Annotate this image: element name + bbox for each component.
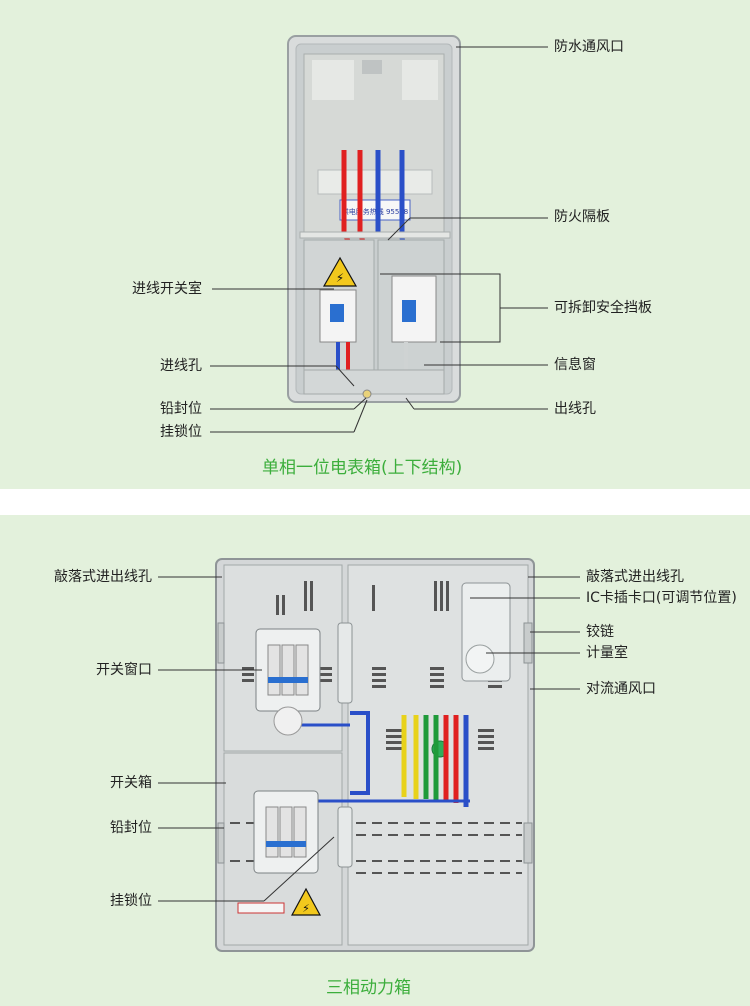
- label-lead-seal: 铅封位: [160, 401, 202, 417]
- single-phase-panel: 供电服务热线 95598 ⚡: [0, 0, 750, 489]
- label-inlet-hole: 进线孔: [160, 358, 202, 374]
- label-knockout-hole-right: 敲落式进出线孔: [586, 569, 684, 585]
- label-removable-shield: 可拆卸安全挡板: [554, 300, 652, 316]
- label-outlet-hole: 出线孔: [554, 401, 596, 417]
- three-phase-box-illustration: ⚡: [158, 558, 580, 952]
- label-inlet-switch-room: 进线开关室: [132, 281, 202, 297]
- label-padlock: 挂锁位: [160, 424, 202, 440]
- label-switch-box: 开关箱: [110, 775, 152, 791]
- label-metering-room: 计量室: [586, 645, 628, 661]
- label-convection-vent: 对流通风口: [586, 681, 656, 697]
- label-padlock-bottom: 挂锁位: [110, 893, 152, 909]
- label-lead-seal-bottom: 铅封位: [110, 820, 152, 836]
- label-switch-window: 开关窗口: [96, 662, 152, 678]
- label-fire-partition: 防火隔板: [554, 209, 610, 225]
- caption-single-phase: 单相一位电表箱(上下结构): [262, 458, 463, 478]
- label-knockout-hole-left: 敲落式进出线孔: [54, 569, 152, 585]
- label-waterproof-vent: 防水通风口: [554, 39, 624, 55]
- svg-text:⚡: ⚡: [336, 271, 344, 285]
- sticker-text: 供电服务热线 95598: [342, 207, 409, 216]
- three-phase-panel: ⚡ 敲落式进出线孔 IC卡插卡口(可调节位置) 铰链 计量室 对流通风口 敲落式…: [0, 515, 750, 1006]
- single-phase-box-illustration: 供电服务热线 95598 ⚡: [210, 35, 548, 433]
- svg-text:⚡: ⚡: [302, 902, 310, 915]
- label-hinge: 铰链: [586, 624, 614, 640]
- label-info-window: 信息窗: [554, 357, 596, 373]
- label-ic-card-slot: IC卡插卡口(可调节位置): [586, 590, 737, 606]
- caption-three-phase: 三相动力箱: [326, 978, 411, 998]
